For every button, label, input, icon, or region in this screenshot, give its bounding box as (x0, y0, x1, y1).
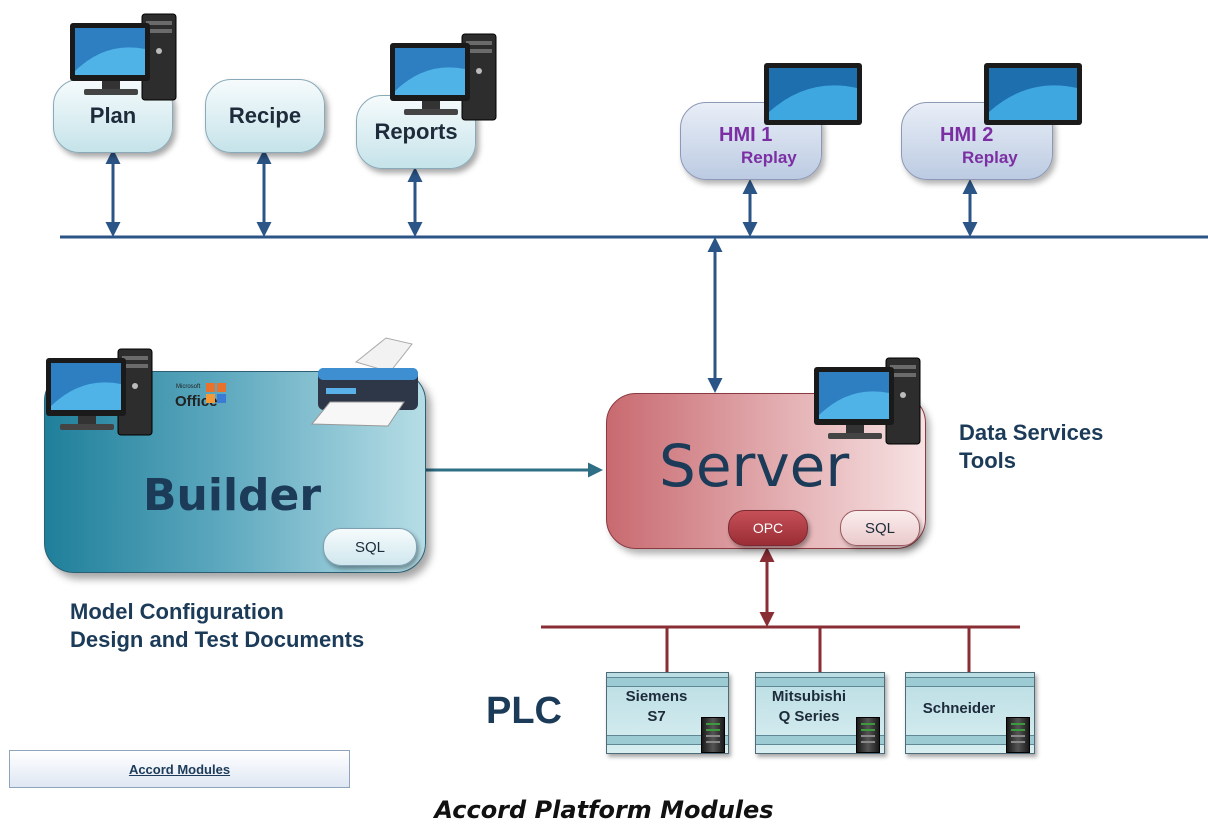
hmi2-sublabel: Replay (962, 148, 1018, 167)
plc-device-schneider[interactable]: Schneider (905, 672, 1035, 754)
plc-label: PLC (486, 690, 562, 732)
server-caption-line2: Tools (959, 448, 1017, 473)
builder-caption-line1: Model Configuration (70, 599, 284, 624)
mitsubishi-line1: Mitsubishi (771, 688, 847, 705)
plan-label: Plan (89, 103, 137, 128)
builder-sql-badge[interactable]: SQL (323, 528, 417, 566)
plan-node[interactable]: Plan (53, 79, 173, 153)
server-sql-label: SQL (864, 519, 895, 537)
siemens-line1: Siemens (625, 688, 688, 705)
plc-device-mitsubishi[interactable]: Mitsubishi Q Series (755, 672, 885, 754)
office-brand-small: Microsoft (176, 384, 201, 390)
siemens-line2: S7 (647, 708, 666, 725)
reports-label: Reports (374, 119, 458, 144)
recipe-label: Recipe (228, 103, 302, 128)
hmi2-label: HMI 2 (940, 124, 994, 146)
accord-modules-link-label: Accord Modules (128, 761, 231, 777)
reports-node[interactable]: Reports (356, 95, 476, 169)
mitsubishi-line2: Q Series (778, 708, 840, 725)
computer-icon-builder (46, 348, 153, 436)
computer-icon-plan (70, 13, 177, 101)
hmi1-label: HMI 1 (719, 124, 773, 146)
schneider-line1: Schneider (922, 700, 996, 717)
server-rack-icon (856, 717, 880, 753)
builder-caption: Model Configuration Design and Test Docu… (70, 598, 364, 654)
builder-sql-label: SQL (354, 538, 385, 556)
office-icon (206, 383, 226, 403)
computer-icon-reports (390, 33, 497, 121)
accord-modules-link[interactable]: Accord Modules (9, 750, 350, 788)
opc-label: OPC (752, 520, 784, 536)
server-rack-icon (1006, 717, 1030, 753)
builder-caption-line2: Design and Test Documents (70, 627, 365, 652)
server-caption: Data Services Tools (959, 419, 1103, 475)
hmi1-sublabel: Replay (741, 148, 797, 167)
computer-icon-server (814, 357, 921, 445)
monitor-icon-hmi2 (984, 63, 1082, 125)
builder-label: Builder (143, 470, 322, 521)
printer-icon (310, 337, 418, 427)
figure-caption: Accord Platform Modules (434, 796, 774, 824)
office-logo: Microsoft Office (173, 382, 233, 422)
recipe-node[interactable]: Recipe (205, 79, 325, 153)
server-rack-icon (701, 717, 725, 753)
opc-badge[interactable]: OPC (728, 510, 808, 546)
server-sql-badge[interactable]: SQL (840, 510, 920, 546)
monitor-icon-hmi1 (764, 63, 862, 125)
server-caption-line1: Data Services (959, 420, 1104, 445)
server-label: Server (659, 432, 850, 500)
